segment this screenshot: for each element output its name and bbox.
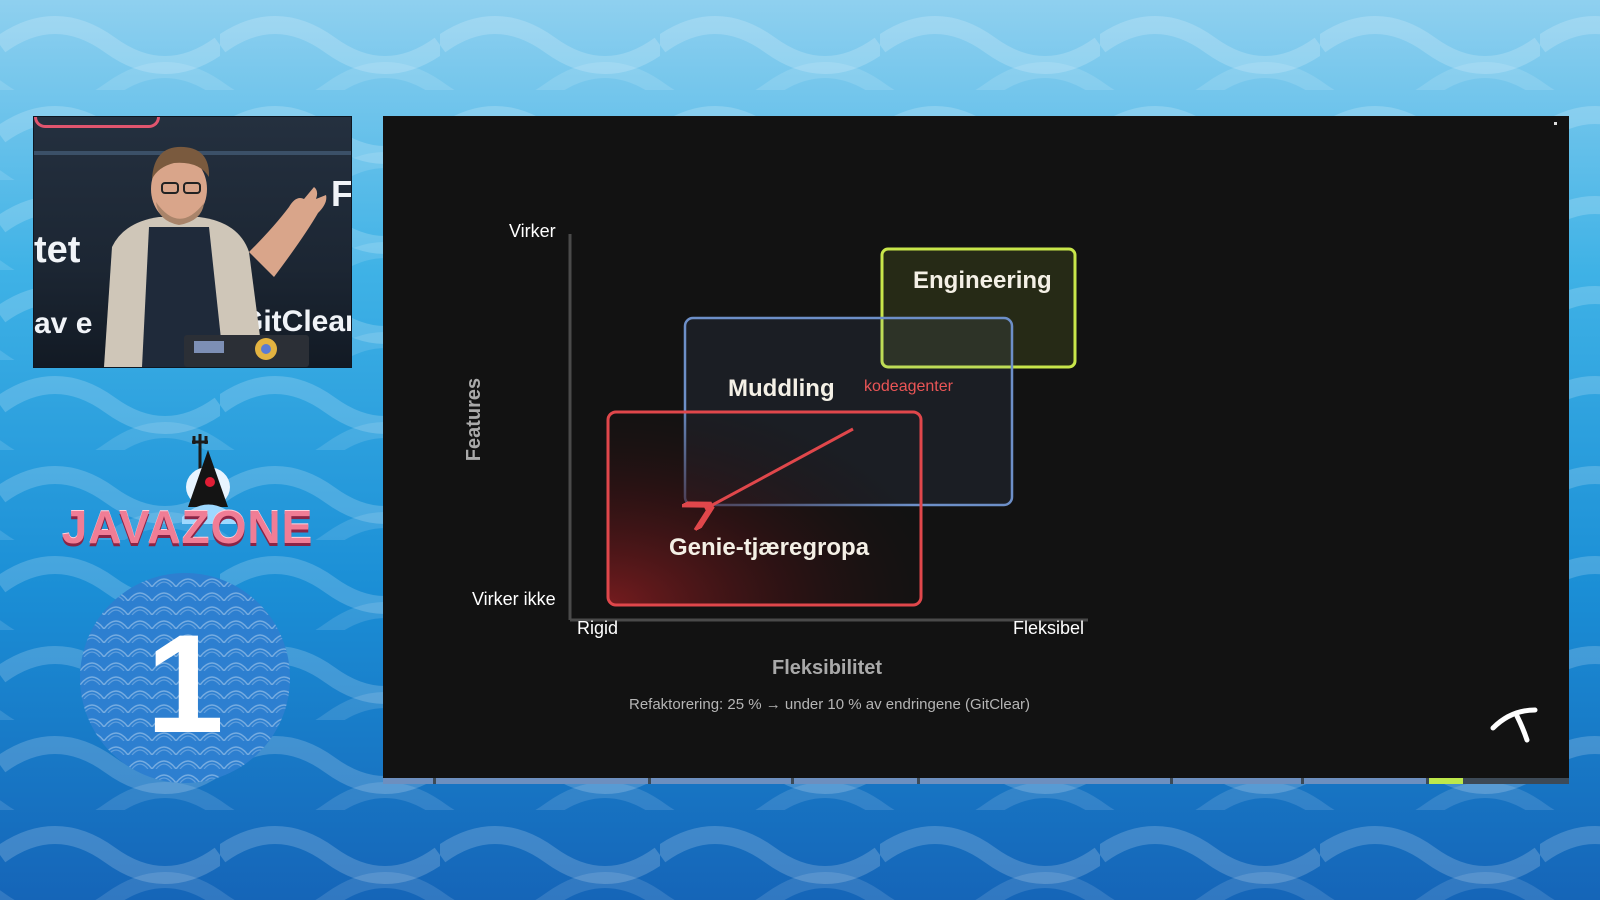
arrow	[705, 427, 854, 509]
genie-label: Genie-tjæregropa	[669, 534, 870, 561]
speaker-video: tet av e GitClear F	[33, 116, 352, 368]
engineering-box	[880, 247, 1077, 369]
screen-frame	[34, 117, 160, 128]
x-axis-left-label: Rigid	[577, 618, 619, 638]
progress-segment-active	[1429, 778, 1463, 784]
progress-segment	[794, 778, 917, 784]
diagram-canvas	[568, 234, 1538, 743]
progress-segment	[1304, 778, 1426, 784]
screen-text: av e	[34, 307, 93, 340]
progress-segment	[651, 778, 791, 784]
slide-progress-bar	[383, 778, 1569, 784]
javazone-wordmark: JAVAZONE	[61, 501, 314, 553]
y-axis-bottom-label: Virker ikke	[472, 589, 556, 609]
room-badge-pattern	[80, 573, 290, 783]
muddling-label: Muddling	[728, 375, 835, 402]
presentation-slide: Virker Virker ikke Features Rigid Fleksi…	[383, 116, 1569, 782]
room-number: 1	[146, 605, 224, 762]
y-axis-title: Features	[463, 377, 486, 462]
javazone-mascot-icon	[182, 434, 236, 524]
screen-text: F	[331, 173, 352, 214]
room-badge: 1	[80, 573, 290, 783]
telenor-logo-icon	[1490, 707, 1538, 743]
y-axis-top-label: Virker	[509, 221, 556, 241]
slide-caption: Refaktorering: 25 % → under 10 % av endr…	[629, 696, 1031, 713]
genie-box	[606, 410, 923, 607]
corner-mark	[1554, 122, 1557, 125]
engineering-label: Engineering	[913, 267, 1052, 294]
progress-segment	[436, 778, 648, 784]
x-axis-right-label: Fleksibel	[1013, 618, 1085, 638]
speaker-figure	[104, 146, 327, 367]
progress-segment	[383, 778, 433, 784]
progress-segment	[920, 778, 1170, 784]
kodeagenter-annotation: kodeagenter	[864, 378, 953, 395]
x-axis-title: Fleksibilitet	[772, 657, 883, 679]
progress-segment	[1173, 778, 1301, 784]
screen-text: tet	[34, 229, 81, 271]
